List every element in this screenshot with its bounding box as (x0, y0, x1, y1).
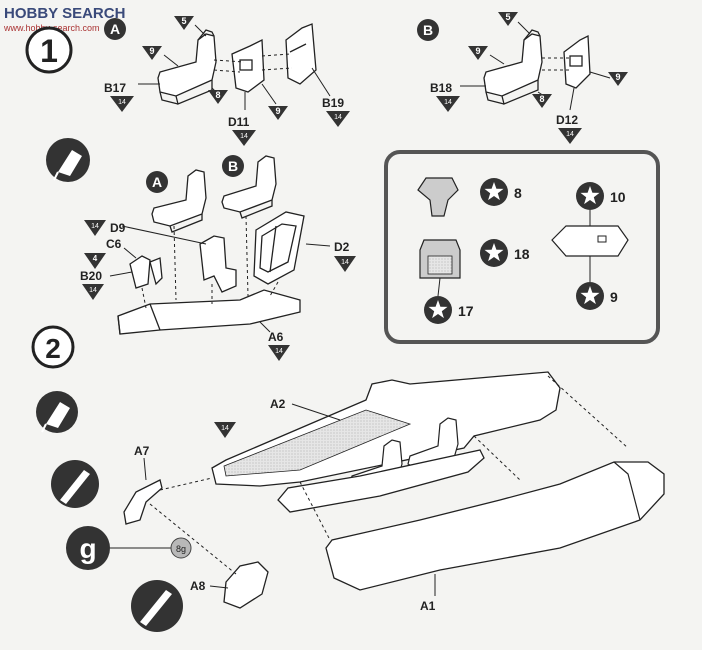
part-d12-drawing (563, 34, 591, 89)
svg-text:14: 14 (89, 287, 97, 294)
part-a1-drawing (325, 461, 665, 591)
svg-text:14: 14 (566, 131, 574, 138)
part-a2-hatched-area (223, 409, 412, 477)
label-a8: A8 (190, 579, 206, 593)
paint-triangle-d12 (558, 128, 582, 144)
knife-icon-2 (131, 580, 183, 632)
label-b20: B20 (80, 269, 102, 283)
part-a7-drawing (123, 479, 163, 525)
seat-b18-drawing (483, 29, 543, 105)
variant-b-seat-assembly: B B18 14 D12 14 5 (417, 12, 628, 144)
decal-10-number: 10 (610, 189, 626, 205)
step-2-number: 2 (45, 333, 61, 364)
svg-text:14: 14 (334, 114, 342, 121)
decal-17-number: 17 (458, 303, 474, 319)
seat-a-drawing (151, 169, 207, 233)
svg-text:14: 14 (240, 133, 248, 140)
label-a1: A1 (420, 599, 436, 613)
label-b19: B19 (322, 96, 344, 110)
svg-text:A: A (152, 174, 162, 190)
svg-text:14: 14 (118, 99, 126, 106)
watermark-brand: HOBBY SEARCH (4, 5, 125, 22)
svg-text:9: 9 (275, 106, 280, 116)
cockpit-tub-drawing (277, 449, 485, 513)
label-b18: B18 (430, 81, 452, 95)
label-d11: D11 (228, 115, 250, 129)
svg-text:14: 14 (221, 425, 229, 432)
part-d2-drawing (253, 211, 305, 285)
paint-triangle-d11 (232, 130, 256, 146)
glue-code: 8g (176, 544, 186, 554)
svg-text:14: 14 (444, 99, 452, 106)
step-2-badge: 2 (31, 325, 75, 369)
cement-icon-2 (36, 391, 78, 433)
label-d2: D2 (334, 240, 350, 254)
part-c6-b20-drawing (129, 255, 163, 289)
decal-9-number: 9 (610, 289, 618, 305)
svg-text:5: 5 (505, 12, 510, 22)
label-d9: D9 (110, 221, 126, 235)
decal-placement-panel: 8 18 17 10 9 (384, 150, 660, 344)
fuselage-assembly: A1 A2 14 (211, 371, 665, 613)
paint-triangle-b18 (436, 96, 460, 112)
label-b17: B17 (104, 81, 126, 95)
label-a2: A2 (270, 397, 286, 411)
decal-8-number: 8 (514, 185, 522, 201)
decal-9-icon (576, 282, 604, 310)
svg-text:8: 8 (215, 90, 220, 100)
cockpit-floor-assembly: A B (80, 155, 356, 361)
step-1-badge: 1 (25, 26, 73, 74)
svg-text:9: 9 (149, 46, 154, 56)
paint-triangle-b17 (110, 96, 134, 112)
svg-text:9: 9 (615, 72, 620, 82)
label-a6: A6 (268, 330, 284, 344)
decal-17-icon (424, 296, 452, 324)
svg-text:5: 5 (181, 16, 186, 26)
variant-b-label: B (423, 22, 433, 38)
seat-b-drawing (221, 155, 277, 219)
seat-b17-drawing (157, 29, 217, 105)
watermark: HOBBY SEARCH www.hobby-search.com (0, 0, 160, 34)
svg-text:8: 8 (539, 94, 544, 104)
seat-back-part (417, 177, 459, 217)
svg-text:B: B (228, 158, 238, 174)
decal-18-icon (480, 239, 508, 267)
floor-a6-drawing (117, 289, 301, 335)
svg-text:14: 14 (91, 223, 99, 230)
floor-panel-part (551, 225, 629, 257)
glue-symbol: g (79, 533, 96, 564)
nose-assembly: A7 A8 (123, 444, 269, 609)
variant-a-label: A (110, 21, 120, 37)
label-c6: C6 (106, 237, 122, 251)
svg-text:14: 14 (275, 348, 283, 355)
glue-type-icon: g 8g (66, 526, 192, 570)
decal-10-icon (576, 182, 604, 210)
label-d12: D12 (556, 113, 578, 127)
step-1-number: 1 (40, 33, 58, 69)
decal-18-number: 18 (514, 246, 530, 262)
part-d11-drawing (231, 38, 265, 93)
svg-text:4: 4 (93, 254, 98, 263)
part-b19-drawing (285, 23, 317, 85)
paint-triangle-b19 (326, 111, 350, 127)
variant-a-seat-assembly: A (104, 16, 350, 146)
cement-icon (46, 138, 90, 182)
knife-icon (51, 460, 99, 508)
decal-8-icon (480, 178, 508, 206)
svg-text:14: 14 (341, 259, 349, 266)
part-d9-drawing (199, 235, 237, 293)
label-a7: A7 (134, 444, 150, 458)
part-a8-drawing (223, 561, 269, 609)
svg-text:9: 9 (475, 46, 480, 56)
